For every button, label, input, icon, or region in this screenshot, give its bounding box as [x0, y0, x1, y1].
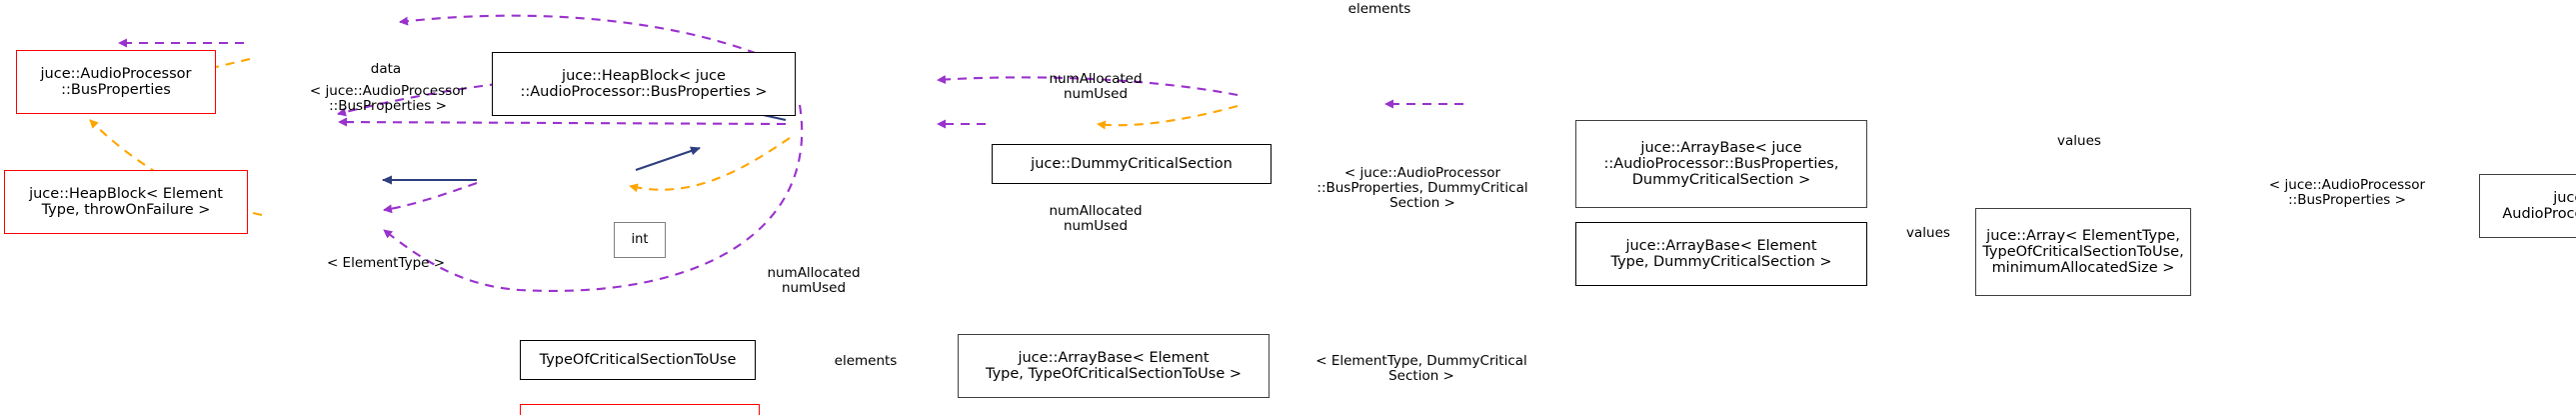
edge-label-template-elementtype-dummycriticalsection: < ElementType, DummyCritical Section > [1315, 353, 1527, 385]
node-juce-array-busproperties[interactable]: juce::Array< juce:: AudioProcessor::BusP… [2479, 174, 2576, 238]
node-typeofcriticalsectiontouse[interactable]: TypeOfCriticalSectionToUse [520, 340, 756, 380]
edge-label-numallocated-1: numAllocated numUsed [1049, 71, 1143, 103]
node-juce-array-elementtype-typeofcriticalsectiontouse-minimumallocatedsize[interactable]: juce::Array< ElementType, TypeOfCritical… [1975, 208, 2191, 296]
edge-label-template-busproperties: < juce::AudioProcessor ::BusProperties > [309, 83, 467, 115]
node-juce-heapblock-elementtype-throwonfailure[interactable]: juce::HeapBlock< Element Type, throwOnFa… [4, 170, 248, 234]
node-juce-dummycriticalsection[interactable]: juce::DummyCriticalSection [992, 144, 1272, 184]
edge-label-data: data [370, 61, 402, 77]
node-int[interactable]: int [614, 222, 666, 258]
edge-template-array [1097, 104, 1239, 130]
edge-label-template-array-busproperties: < juce::AudioProcessor ::BusProperties > [2268, 177, 2426, 209]
edge-label-numallocated-2: numAllocated numUsed [1049, 203, 1143, 235]
edge-values-2 [937, 74, 1239, 97]
node-juce-arraybase-elementtype-dummycriticalsection[interactable]: juce::ArrayBase< Element Type, DummyCrit… [1575, 222, 1867, 286]
edge-inherit-arraybase-link [635, 146, 701, 171]
node-juce-heapblock-busproperties[interactable]: juce::HeapBlock< juce ::AudioProcessor::… [492, 52, 796, 116]
edge-label-template-busproperties-dummycriticalsection: < juce::AudioProcessor ::BusProperties, … [1316, 165, 1528, 212]
edge-label-values-2: values [1906, 225, 1950, 241]
edge-numalloc-3 [338, 117, 787, 127]
edge-label-elements-mid: elements [834, 353, 898, 369]
edge-label-numallocated-3: numAllocated numUsed [767, 265, 861, 297]
edge-label-values-1: values [2057, 133, 2101, 149]
edge-label-elements-top: elements [1347, 1, 1411, 17]
edge-template-arraybase [629, 137, 791, 193]
edge-elements-mid [383, 182, 478, 214]
edge-label-template-elementtype: < ElementType > [326, 255, 446, 271]
edge-elements-bottom [383, 104, 804, 292]
node-juce-heapblock-elementtype[interactable]: juce::HeapBlock< Element Type > [520, 404, 760, 415]
node-juce-arraybase-busproperties-dummycriticalsection[interactable]: juce::ArrayBase< juce ::AudioProcessor::… [1575, 120, 1867, 208]
node-juce-audioprocessor-busproperties[interactable]: juce::AudioProcessor ::BusProperties [16, 50, 216, 114]
node-juce-arraybase-elementtype-typeofcriticalsectiontouse[interactable]: juce::ArrayBase< Element Type, TypeOfCri… [958, 334, 1270, 398]
